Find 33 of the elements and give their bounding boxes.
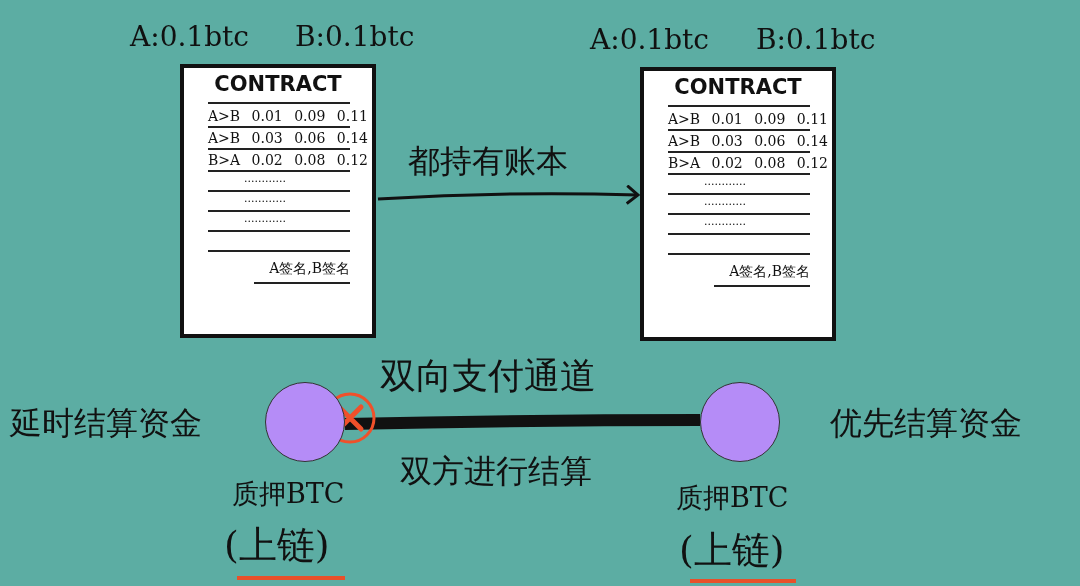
ellipsis-text: ............ bbox=[704, 195, 746, 208]
note-text: 双方进行结算 bbox=[400, 451, 592, 492]
caption-text: 延时结算资金 bbox=[10, 403, 202, 444]
caption-text: 优先结算资金 bbox=[830, 403, 1022, 444]
ledger-row: A>B 0.03 0.06 0.14 bbox=[668, 133, 828, 149]
arrow bbox=[377, 184, 640, 206]
caption-text: (上链) bbox=[679, 527, 785, 574]
caption-text: A:0.1btc bbox=[590, 23, 710, 56]
caption-text: B:0.1btc bbox=[295, 20, 415, 53]
ledger-row: A>B 0.03 0.06 0.14 bbox=[208, 130, 368, 146]
contract-document bbox=[180, 64, 376, 338]
ellipsis-text: ............ bbox=[244, 192, 286, 205]
edge-label: 都持有账本 bbox=[408, 141, 568, 182]
channel-line bbox=[344, 414, 701, 430]
caption-text: A:0.1btc bbox=[130, 20, 250, 53]
edge-label: 双向支付通道 bbox=[380, 354, 596, 398]
caption-text: B:0.1btc bbox=[756, 23, 876, 56]
ledger-row: B>A 0.02 0.08 0.12 bbox=[668, 155, 828, 171]
caption-text: 质押BTC bbox=[232, 477, 345, 511]
ellipsis-text: ............ bbox=[704, 215, 746, 228]
contract-title: CONTRACT bbox=[213, 72, 343, 96]
ellipsis-text: ............ bbox=[244, 172, 286, 185]
ledger-row: B>A 0.02 0.08 0.12 bbox=[208, 152, 368, 168]
signature-text: A签名,B签名 bbox=[714, 263, 810, 287]
ellipsis-text: ............ bbox=[244, 212, 286, 225]
contract-title: CONTRACT bbox=[673, 75, 803, 99]
contract-document bbox=[640, 67, 836, 341]
ellipsis-text: ............ bbox=[704, 175, 746, 188]
ledger-row: A>B 0.01 0.09 0.11 bbox=[668, 111, 828, 127]
ledger-row: A>B 0.01 0.09 0.11 bbox=[208, 108, 368, 124]
caption-text: (上链) bbox=[224, 522, 330, 569]
signature-text: A签名,B签名 bbox=[254, 260, 350, 284]
caption-text: 质押BTC bbox=[676, 481, 789, 515]
